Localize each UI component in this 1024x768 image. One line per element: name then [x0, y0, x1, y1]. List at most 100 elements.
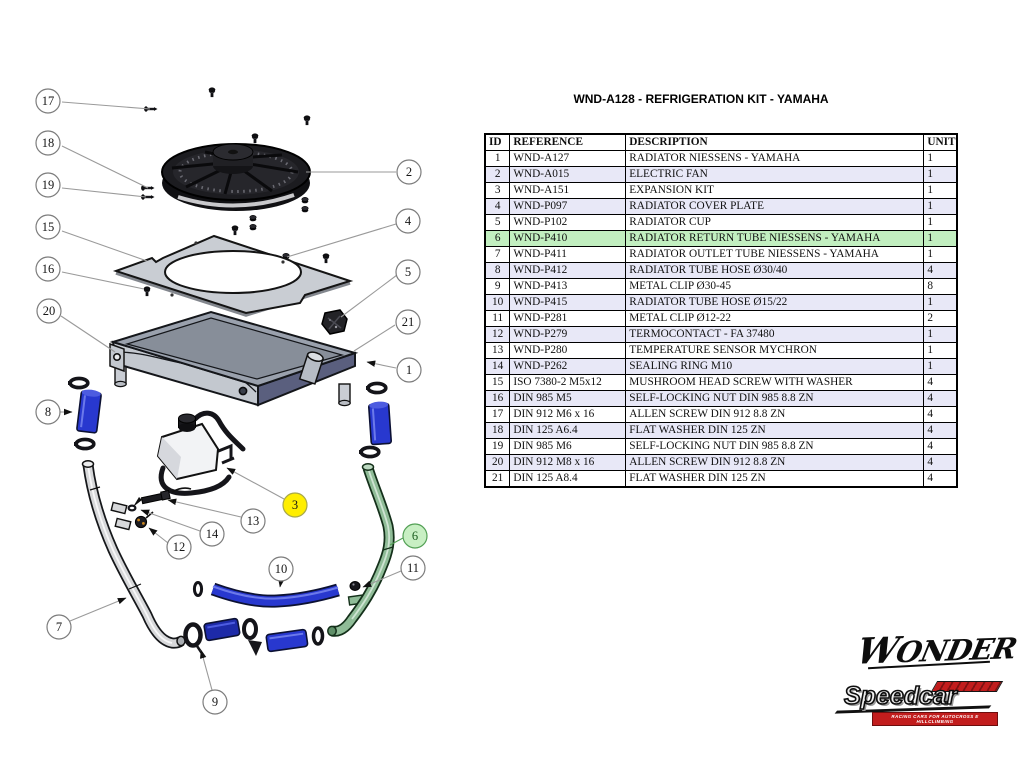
cell-id: 13	[484, 342, 511, 359]
cell-units: 1	[923, 326, 958, 343]
cell-id: 6	[484, 230, 511, 247]
cell-reference: WND-P410	[509, 230, 627, 247]
callout-3-highlighted: 3	[282, 492, 308, 518]
cell-id: 3	[484, 182, 511, 199]
exploded-view-diagram: 17 18 19 15 16 20 8 7 9 2 4 5 21 1 3 13 …	[35, 87, 428, 715]
callout-16: 16	[35, 256, 61, 282]
cell-reference: DIN 912 M6 x 16	[509, 406, 627, 423]
cell-reference: DIN 985 M5	[509, 390, 627, 407]
header-units: UNITS.	[923, 133, 958, 151]
svg-text:6: 6	[412, 529, 418, 543]
svg-text:13: 13	[247, 514, 260, 528]
cell-units: 4	[923, 406, 958, 423]
cell-id: 4	[484, 198, 511, 215]
cell-units: 4	[923, 470, 958, 488]
cell-units: 1	[923, 166, 958, 183]
callout-1: 1	[396, 357, 422, 383]
cell-description: FLAT WASHER DIN 125 ZN	[625, 470, 925, 488]
svg-text:7: 7	[56, 620, 62, 634]
parts-table: ID REFERENCE DESCRIPTION UNITS. 1 WND-A12…	[484, 133, 958, 488]
cell-reference: WND-P411	[509, 246, 627, 263]
callout-6-highlighted: 6	[402, 523, 428, 549]
callout-18: 18	[35, 130, 61, 156]
cell-reference: WND-A015	[509, 166, 627, 183]
cell-units: 1	[923, 294, 958, 311]
header-description: DESCRIPTION	[625, 133, 925, 151]
svg-text:3: 3	[292, 498, 298, 512]
callout-11: 11	[400, 555, 426, 581]
cell-units: 8	[923, 278, 958, 295]
cell-units: 1	[923, 214, 958, 231]
cell-description: SEALING RING M10	[625, 358, 925, 375]
cell-id: 16	[484, 390, 511, 407]
cell-id: 7	[484, 246, 511, 263]
svg-text:5: 5	[405, 265, 411, 279]
cell-id: 18	[484, 422, 511, 439]
outlet-tube-silver	[81, 460, 186, 649]
cell-reference: WND-P102	[509, 214, 627, 231]
cell-description: FLAT WASHER DIN 125 ZN	[625, 422, 925, 439]
callout-8: 8	[35, 399, 61, 425]
cell-description: RADIATOR TUBE HOSE Ø30/40	[625, 262, 925, 279]
callout-9: 9	[202, 689, 228, 715]
cell-description: MUSHROOM HEAD SCREW WITH WASHER	[625, 374, 925, 391]
callout-15: 15	[35, 214, 61, 240]
callout-7: 7	[46, 614, 72, 640]
svg-text:2: 2	[406, 165, 412, 179]
cell-description: RADIATOR OUTLET TUBE NIESSENS - YAMAHA	[625, 246, 925, 263]
cell-description: ALLEN SCREW DIN 912 8.8 ZN	[625, 454, 925, 471]
header-id: ID	[484, 133, 511, 151]
cell-units: 1	[923, 150, 958, 167]
svg-text:12: 12	[173, 540, 186, 554]
cell-description: METAL CLIP Ø12-22	[625, 310, 925, 327]
cell-id: 9	[484, 278, 511, 295]
cell-units: 4	[923, 390, 958, 407]
cell-reference: WND-P280	[509, 342, 627, 359]
cell-reference: WND-P279	[509, 326, 627, 343]
callout-10: 10	[268, 556, 294, 582]
callout-14: 14	[199, 521, 225, 547]
cell-description: RADIATOR COVER PLATE	[625, 198, 925, 215]
cell-units: 1	[923, 342, 958, 359]
svg-text:1: 1	[406, 363, 412, 377]
cell-description: RADIATOR NIESSENS - YAMAHA	[625, 150, 925, 167]
cell-units: 4	[923, 374, 958, 391]
cell-description: METAL CLIP Ø30-45	[625, 278, 925, 295]
cell-description: ALLEN SCREW DIN 912 8.8 ZN	[625, 406, 925, 423]
cell-units: 1	[923, 246, 958, 263]
cell-id: 21	[484, 470, 511, 488]
callout-17: 17	[35, 88, 61, 114]
svg-text:21: 21	[402, 315, 415, 329]
cell-description: SELF-LOCKING NUT DIN 985 8.8 ZN	[625, 390, 925, 407]
cell-id: 17	[484, 406, 511, 423]
cell-id: 11	[484, 310, 511, 327]
cell-id: 15	[484, 374, 511, 391]
callout-2: 2	[396, 159, 422, 185]
callout-4: 4	[395, 208, 421, 234]
svg-text:14: 14	[206, 527, 219, 541]
cell-units: 4	[923, 422, 958, 439]
cell-units: 4	[923, 262, 958, 279]
cell-description: RADIATOR TUBE HOSE Ø15/22	[625, 294, 925, 311]
cell-units: 1	[923, 182, 958, 199]
leader-lines	[60, 101, 404, 691]
cell-reference: WND-A127	[509, 150, 627, 167]
table-header-row: ID REFERENCE DESCRIPTION UNITS.	[484, 133, 958, 151]
cell-description: TEMPERATURE SENSOR MYCHRON	[625, 342, 925, 359]
callout-13: 13	[240, 508, 266, 534]
cell-id: 2	[484, 166, 511, 183]
svg-text:18: 18	[42, 136, 55, 150]
